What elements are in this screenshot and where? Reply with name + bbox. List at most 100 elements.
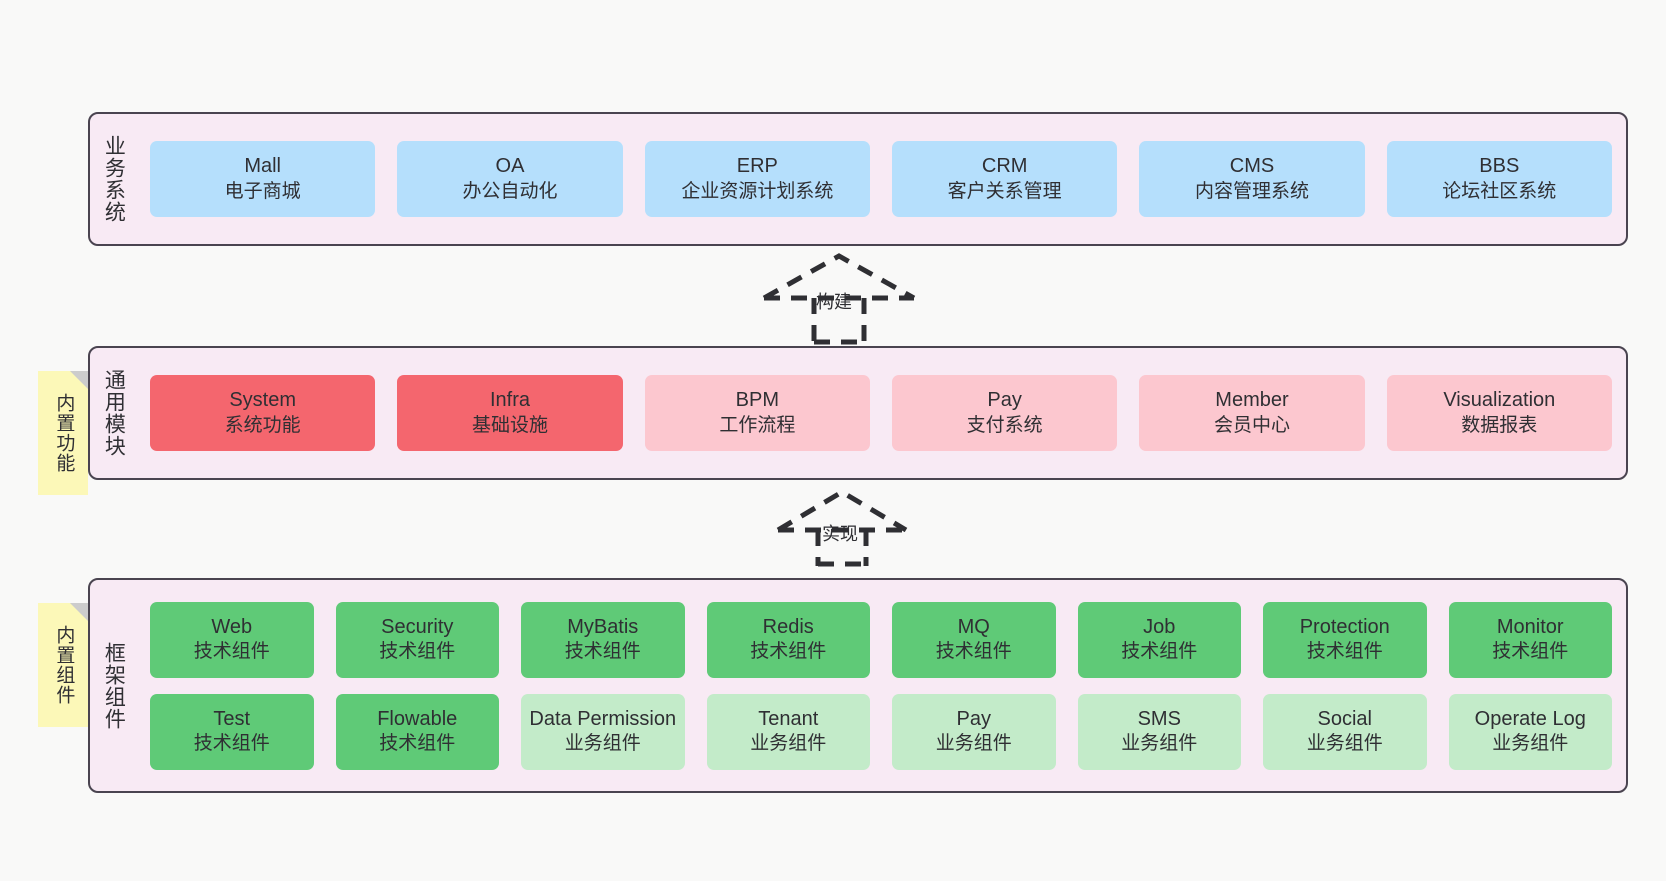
card-pay-module[interactable]: Pay 支付系统 bbox=[891, 375, 1118, 451]
card-sms-desc: 业务组件 bbox=[1121, 733, 1198, 755]
card-security[interactable]: Security 技术组件 bbox=[335, 601, 499, 678]
card-bpm-desc: 工作流程 bbox=[719, 414, 796, 436]
card-redis[interactable]: Redis 技术组件 bbox=[706, 601, 870, 678]
card-mq[interactable]: MQ 技术组件 bbox=[892, 601, 1056, 678]
card-oa[interactable]: OA 办公自动化 bbox=[397, 141, 623, 217]
card-tenant-name: Tenant bbox=[758, 707, 819, 730]
card-social-desc: 业务组件 bbox=[1306, 733, 1383, 755]
connector-implement-label: 实现 bbox=[822, 524, 858, 544]
sticky-note-builtin-features-label: 内置功能 bbox=[53, 393, 75, 473]
card-monitor[interactable]: Monitor 技术组件 bbox=[1448, 601, 1612, 678]
card-visualization[interactable]: Visualization 数据报表 bbox=[1386, 375, 1612, 451]
card-crm-desc: 客户关系管理 bbox=[947, 180, 1062, 202]
card-job[interactable]: Job 技术组件 bbox=[1077, 601, 1241, 678]
card-crm[interactable]: CRM 客户关系管理 bbox=[891, 141, 1118, 217]
card-redis-desc: 技术组件 bbox=[750, 641, 827, 663]
card-data-permission-name: Data Permission bbox=[529, 707, 677, 730]
card-web-name: Web bbox=[211, 615, 253, 638]
card-operate-log[interactable]: Operate Log 业务组件 bbox=[1448, 693, 1612, 770]
card-member[interactable]: Member 会员中心 bbox=[1139, 375, 1365, 451]
card-cms-name: CMS bbox=[1229, 155, 1275, 178]
card-erp-desc: 企业资源计划系统 bbox=[681, 180, 834, 202]
card-member-name: Member bbox=[1215, 389, 1289, 412]
connector-build-label: 构建 bbox=[816, 292, 852, 312]
card-sms[interactable]: SMS 业务组件 bbox=[1077, 693, 1241, 770]
card-security-desc: 技术组件 bbox=[379, 641, 456, 663]
card-member-desc: 会员中心 bbox=[1213, 414, 1290, 436]
card-infra-desc: 基础设施 bbox=[471, 414, 548, 436]
card-infra-name: Infra bbox=[489, 389, 530, 412]
layer-framework-title: 框架组件 bbox=[102, 641, 126, 730]
card-mq-desc: 技术组件 bbox=[935, 641, 1012, 663]
card-cms-desc: 内容管理系统 bbox=[1194, 180, 1309, 202]
card-flowable[interactable]: Flowable 技术组件 bbox=[335, 693, 499, 770]
framework-business-row: Test 技术组件 Flowable 技术组件 Data Permission … bbox=[150, 693, 1612, 770]
card-pay-component[interactable]: Pay 业务组件 bbox=[892, 693, 1056, 770]
card-security-name: Security bbox=[381, 615, 454, 638]
card-crm-name: CRM bbox=[981, 155, 1028, 178]
card-test-desc: 技术组件 bbox=[193, 733, 270, 755]
layer-business-systems: 业务系统 Mall 电子商城 OA 办公自动化 ERP 企业资源计划系统 CRM… bbox=[88, 112, 1628, 246]
card-mall-name: Mall bbox=[244, 155, 281, 178]
card-bbs[interactable]: BBS 论坛社区系统 bbox=[1386, 141, 1612, 217]
card-test-name: Test bbox=[213, 707, 251, 730]
card-bbs-desc: 论坛社区系统 bbox=[1442, 180, 1557, 202]
card-visualization-name: Visualization bbox=[1443, 389, 1556, 412]
card-flowable-name: Flowable bbox=[377, 707, 458, 730]
card-flowable-desc: 技术组件 bbox=[379, 733, 456, 755]
card-protection-desc: 技术组件 bbox=[1306, 641, 1383, 663]
card-test[interactable]: Test 技术组件 bbox=[150, 693, 314, 770]
card-monitor-name: Monitor bbox=[1496, 615, 1564, 638]
card-social[interactable]: Social 业务组件 bbox=[1263, 693, 1427, 770]
card-erp-name: ERP bbox=[736, 155, 778, 178]
card-system-name: System bbox=[229, 389, 296, 412]
card-operate-log-name: Operate Log bbox=[1474, 707, 1586, 730]
layer-modules-body: System 系统功能 Infra 基础设施 BPM 工作流程 Pay 支付系统… bbox=[136, 348, 1626, 478]
card-mq-name: MQ bbox=[957, 615, 990, 638]
card-cms[interactable]: CMS 内容管理系统 bbox=[1139, 141, 1365, 217]
card-social-name: Social bbox=[1317, 707, 1372, 730]
card-bbs-name: BBS bbox=[1479, 155, 1520, 178]
connector-implement-arrow: 实现 bbox=[760, 486, 950, 568]
card-pay-module-name: Pay bbox=[987, 389, 1022, 412]
layer-framework-body: Web 技术组件 Security 技术组件 MyBatis 技术组件 Redi… bbox=[136, 580, 1626, 791]
card-mall[interactable]: Mall 电子商城 bbox=[150, 141, 376, 217]
card-mall-desc: 电子商城 bbox=[224, 180, 301, 202]
card-bpm[interactable]: BPM 工作流程 bbox=[644, 375, 870, 451]
layer-common-modules: 通用模块 System 系统功能 Infra 基础设施 BPM 工作流程 Pay… bbox=[88, 346, 1628, 480]
card-mybatis-name: MyBatis bbox=[567, 615, 639, 638]
business-card-row: Mall 电子商城 OA 办公自动化 ERP 企业资源计划系统 CRM 客户关系… bbox=[150, 141, 1612, 217]
card-web[interactable]: Web 技术组件 bbox=[150, 601, 314, 678]
framework-tech-row: Web 技术组件 Security 技术组件 MyBatis 技术组件 Redi… bbox=[150, 601, 1612, 678]
card-oa-desc: 办公自动化 bbox=[462, 180, 558, 202]
layer-business-title: 业务系统 bbox=[102, 135, 126, 223]
card-infra[interactable]: Infra 基础设施 bbox=[397, 375, 623, 451]
layer-framework-components: 框架组件 Web 技术组件 Security 技术组件 MyBatis 技术组件… bbox=[88, 578, 1628, 793]
connector-build-arrow: 构建 bbox=[744, 252, 934, 345]
card-pay-component-name: Pay bbox=[956, 707, 991, 730]
card-visualization-desc: 数据报表 bbox=[1461, 414, 1538, 436]
card-oa-name: OA bbox=[495, 155, 525, 178]
card-tenant[interactable]: Tenant 业务组件 bbox=[706, 693, 870, 770]
card-operate-log-desc: 业务组件 bbox=[1492, 733, 1569, 755]
card-system[interactable]: System 系统功能 bbox=[150, 375, 376, 451]
sticky-note-builtin-features: 内置功能 bbox=[38, 371, 88, 495]
layer-modules-title: 通用模块 bbox=[102, 369, 126, 457]
sticky-fold-icon bbox=[70, 603, 88, 621]
layer-business-body: Mall 电子商城 OA 办公自动化 ERP 企业资源计划系统 CRM 客户关系… bbox=[136, 114, 1626, 244]
sticky-note-builtin-components-label: 内置组件 bbox=[53, 625, 75, 705]
card-sms-name: SMS bbox=[1137, 707, 1181, 730]
card-tenant-desc: 业务组件 bbox=[750, 733, 827, 755]
card-protection[interactable]: Protection 技术组件 bbox=[1263, 601, 1427, 678]
card-data-permission-desc: 业务组件 bbox=[564, 733, 641, 755]
sticky-fold-icon bbox=[70, 371, 88, 389]
card-redis-name: Redis bbox=[762, 615, 814, 638]
card-bpm-name: BPM bbox=[735, 389, 779, 412]
card-erp[interactable]: ERP 企业资源计划系统 bbox=[644, 141, 870, 217]
card-system-desc: 系统功能 bbox=[224, 414, 301, 436]
card-pay-module-desc: 支付系统 bbox=[966, 414, 1043, 436]
card-data-permission[interactable]: Data Permission 业务组件 bbox=[521, 693, 685, 770]
card-monitor-desc: 技术组件 bbox=[1492, 641, 1569, 663]
card-mybatis[interactable]: MyBatis 技术组件 bbox=[521, 601, 685, 678]
card-pay-component-desc: 业务组件 bbox=[935, 733, 1012, 755]
